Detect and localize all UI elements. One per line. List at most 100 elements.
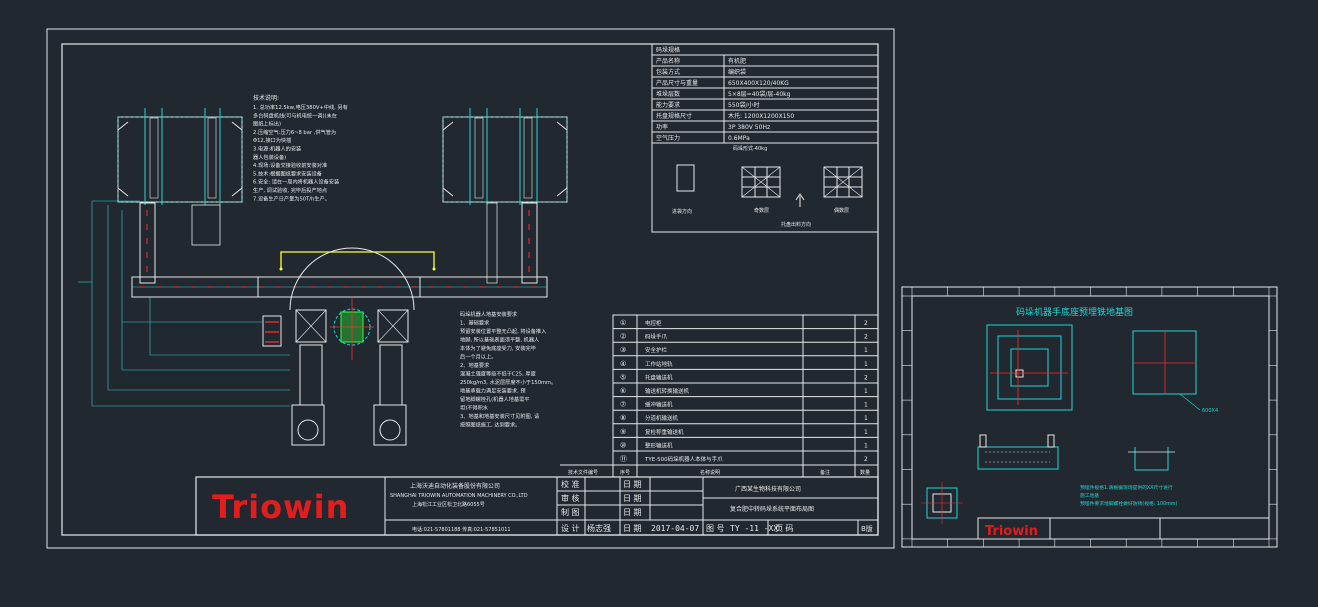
spec-key: 产品尺寸与重量 [656, 79, 698, 87]
page-label: 页 码 [775, 524, 794, 533]
part-qty: 1 [864, 402, 868, 409]
even-layer-label: 偶数层 [834, 207, 849, 214]
second-sheet-brand: Triowin [985, 524, 1038, 539]
part-qty: 2 [864, 320, 868, 327]
part-number: ⑧ [620, 414, 626, 422]
company-phone: 电话:021-57801188 传真:021-57851011 [412, 526, 511, 533]
spec-value: 0.6MPa [728, 135, 750, 142]
spec-value: 550袋/小时 [728, 101, 759, 109]
part-qty: 1 [864, 388, 868, 395]
bag-icon [676, 164, 695, 192]
spec-value: 5×8层=40袋/层-40kg [728, 90, 791, 98]
pallet-exit-label: 托盘出料方向 [781, 221, 811, 228]
robot-note-line: 按照图纸施工, 达到要求。 [460, 421, 520, 429]
note-line: 图纸上标出) [253, 120, 281, 128]
date-label-2: 日 期 [623, 494, 642, 503]
drawing-title: 复合肥中转码垛系统平面布局图 [730, 505, 814, 513]
up-arrow-icon [795, 193, 805, 207]
parts-header-name: 名称说明 [700, 469, 720, 476]
part-name: TYE-500码垛机器人本体与手爪 [644, 455, 723, 463]
parts-header-remark: 备注 [820, 469, 830, 476]
designer-name: 杨志强 [587, 523, 611, 533]
central-robot-reach [289, 247, 415, 311]
robot-note-line: 250kg/m3, 水泥层厚度不小于150mm。 [460, 378, 556, 386]
spec-value: 650X400X120/40KG [728, 80, 789, 87]
robot-note-line: 本体为了避免底座受力, 安装完毕 [460, 344, 536, 352]
row-design: 设 计 [561, 523, 580, 533]
robot-note-line: 留地脚螺栓孔(机器人地基需平 [460, 395, 529, 403]
notes-title: 技术说明: [253, 94, 279, 102]
date-label-4: 日 期 [623, 524, 642, 533]
parts-header-no: 序号 [620, 469, 630, 476]
robot-note-line: 码垛机器人地基安装要求 [460, 310, 518, 318]
right-pallet-area [442, 116, 568, 203]
left-pallet-area [117, 116, 243, 203]
robot-note-line: 坦)不得积水 [460, 404, 489, 412]
main-sheet-outer-border [46, 28, 895, 549]
part-name: 安全护栏 [645, 346, 668, 354]
robot-note-line: 地脚, 所以基础表面须平整, 机器人 [460, 336, 539, 344]
main-sheet: 技术说明: 1. 总功率12.5kw,电压380V+中线, 另有多台码盘机线(可… [46, 28, 895, 549]
second-sheet-outer-border [901, 286, 1278, 548]
brand-logo: Triowin [212, 488, 349, 526]
part-name: 整形输送机 [645, 441, 673, 449]
spec-key: 堆垛层数 [656, 90, 680, 98]
spec-value: 编织袋 [728, 68, 746, 76]
input-direction-label: 进袋方向 [672, 208, 692, 215]
part-name: 分道机输送机 [645, 414, 679, 422]
technical-notes: 技术说明: 1. 总功率12.5kw,电压380V+中线, 另有多台码盘机线(可… [253, 94, 348, 202]
part-number: ③ [620, 346, 626, 354]
second-sheet: 码垛机器手底座预埋铁地基图 600X4 预埋件规格1.请根据现场提供的XX尺寸进… [901, 286, 1278, 548]
part-qty: 1 [864, 442, 868, 449]
even-layer-pattern [823, 166, 863, 198]
part-qty: 2 [864, 456, 868, 463]
part-qty: 1 [864, 415, 868, 422]
part-qty: 1 [864, 347, 868, 354]
spec-table-header: 码垛规格 [656, 46, 680, 54]
yellow-guard [280, 251, 435, 269]
note-line: 1. 总功率12.5kw,电压380V+中线, 另有 [253, 103, 348, 111]
parts-header-qty: 数量 [860, 469, 870, 476]
revision: B版 [861, 524, 873, 533]
second-note-line: 施工地基 [1080, 492, 1099, 499]
note-line: 2.压缩空气:压力6~8 bar ,供气管为 [253, 128, 336, 136]
row-review: 审 核 [561, 493, 580, 503]
second-note-line: 预埋件要求地脚螺栓做好防锈(规格: 100mm) [1080, 500, 1177, 507]
part-name: 码垛手爪 [645, 333, 668, 341]
robot-note-line: 预留安装位置平整无凸起, 将设备推入 [460, 327, 546, 335]
robot-note-line: 混凝土强度等级不低于C25, 厚度 [460, 370, 536, 378]
spec-value: 有机肥 [728, 57, 746, 65]
note-line: 7.设备生产日产量为50T/h生产。 [253, 194, 330, 202]
date-value: 2017-04-07 [651, 524, 699, 533]
dimension-label: 600X4 [1202, 408, 1218, 414]
robot-note-line: 2、地基要求 [460, 361, 490, 369]
part-name: 输送机转换输送机 [645, 387, 690, 395]
drawing-no-value: TY -11 -XX [730, 524, 778, 533]
title-block: Triowin 上海沃迪自动化装备股份有限公司 SHANGHAI TRIOWIN… [195, 476, 879, 536]
spec-value: 木托: 1200X1200X150 [728, 112, 794, 120]
part-number: ⑥ [620, 387, 626, 395]
part-number: ④ [620, 360, 626, 368]
part-number: ⑪ [620, 455, 627, 463]
part-name: 托盘输送机 [645, 373, 673, 381]
part-name: 工作站地轨 [645, 360, 673, 368]
company-address: 上海松江工业区松卫北路6055号 [412, 501, 485, 508]
note-line: 6.安全: 请在一周内将机器人设备安装 [253, 178, 339, 186]
part-qty: 1 [864, 361, 868, 368]
part-qty: 1 [864, 429, 868, 436]
row-check: 校 准 [561, 479, 580, 489]
spec-key: 能力要求 [656, 101, 680, 109]
parts-header-code: 技术文件编号 [568, 469, 598, 476]
client-name: 广西某生物科技有限公司 [735, 485, 801, 493]
date-label-3: 日 期 [623, 508, 642, 517]
second-note-line: 预埋件规格1.请根据现场提供的XX尺寸进行 [1080, 484, 1173, 491]
note-line: 5.技术:根据图纸要求安装设备 [253, 169, 323, 177]
company-name-cn: 上海沃迪自动化装备股份有限公司 [410, 482, 500, 490]
part-name: 缓冲输送机 [645, 401, 673, 409]
second-sheet-title: 码垛机器手底座预埋铁地基图 [1016, 306, 1133, 318]
row-drawn: 制 图 [561, 507, 580, 517]
